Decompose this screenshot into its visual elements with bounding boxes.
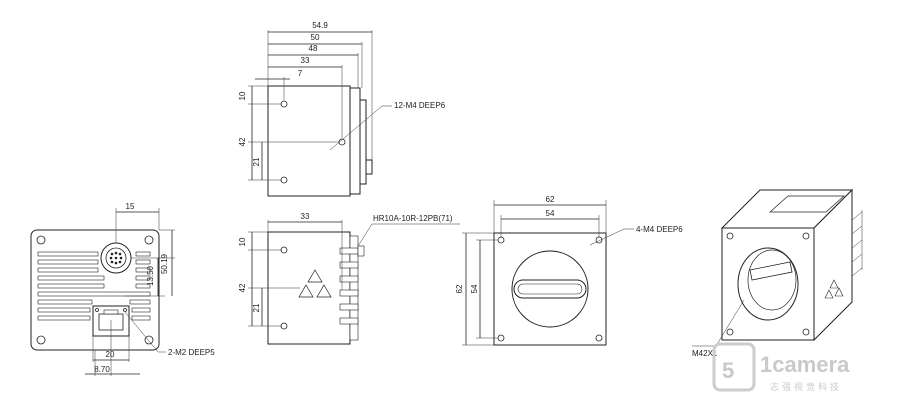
dim-50: 50	[311, 33, 320, 42]
side-view-fins	[339, 235, 365, 341]
callout-2-m2: 2-M2 DEEP5	[168, 348, 215, 357]
dim-54-front: 54	[546, 209, 555, 218]
dim-42-top: 42	[238, 137, 247, 146]
back-round-connector	[100, 242, 132, 274]
dim-54-9: 54.9	[312, 21, 328, 30]
isometric-view: M42X1	[692, 188, 863, 358]
dim-54-vert: 54	[470, 284, 479, 293]
callout-12-m4: 12-M4 DEEP6	[394, 101, 446, 110]
dim-42-side: 42	[238, 283, 247, 292]
side-view: 33 HR10A-10R-12PB(71) 10 42 21	[238, 212, 460, 345]
top-view-rear-block	[349, 87, 361, 195]
iso-fins	[851, 210, 863, 277]
back-view: 15 13.50 50.19 20 8.70 2-M2 DEEP5	[30, 202, 215, 376]
back-corner-hole-3	[36, 335, 46, 345]
iso-logo-icon	[824, 279, 844, 299]
dim-21-side: 21	[252, 303, 261, 312]
dim-62-vert: 62	[455, 284, 464, 293]
dim-7: 7	[298, 69, 303, 78]
brand-logo-icon	[298, 269, 332, 298]
dim-13-50: 13.50	[146, 265, 155, 286]
top-view-plug	[365, 159, 373, 175]
dim-10-top: 10	[238, 91, 247, 100]
callout-4-m4: 4-M4 DEEP6	[636, 225, 683, 234]
front-hole-4	[595, 334, 603, 342]
dim-10-side: 10	[238, 237, 247, 246]
dim-33-side: 33	[301, 212, 310, 221]
top-view-connector	[359, 99, 367, 185]
dim-8-70: 8.70	[94, 365, 110, 374]
back-corner-hole-1	[36, 235, 46, 245]
watermark-sub: 志强视觉科技	[770, 381, 842, 392]
front-hole-1	[497, 236, 505, 244]
front-hole-3	[497, 334, 505, 342]
watermark-brand: 1camera	[760, 352, 850, 377]
back-corner-hole-4	[144, 335, 154, 345]
top-view-body	[267, 85, 351, 197]
callout-connector: HR10A-10R-12PB(71)	[373, 214, 453, 223]
dim-48: 48	[309, 44, 318, 53]
callout-m42x1: M42X1	[692, 349, 718, 358]
dim-21-top: 21	[252, 157, 261, 166]
back-heatsink-fins	[37, 251, 151, 321]
dim-62-front: 62	[546, 195, 555, 204]
watermark-logo: 5 1camera 志强视觉科技	[712, 342, 850, 392]
dim-20: 20	[106, 350, 115, 359]
watermark-mark: 5	[722, 358, 734, 383]
dim-33: 33	[301, 56, 310, 65]
top-view: 54.9 50 48 33 7 10 42 21 12-M4 DEEP6	[238, 21, 446, 197]
front-view: 62 54 62 54 4-M4 DEEP6	[455, 195, 683, 346]
back-corner-hole-2	[144, 235, 154, 245]
dim-50-19: 50.19	[160, 253, 169, 274]
dim-15: 15	[126, 202, 135, 211]
